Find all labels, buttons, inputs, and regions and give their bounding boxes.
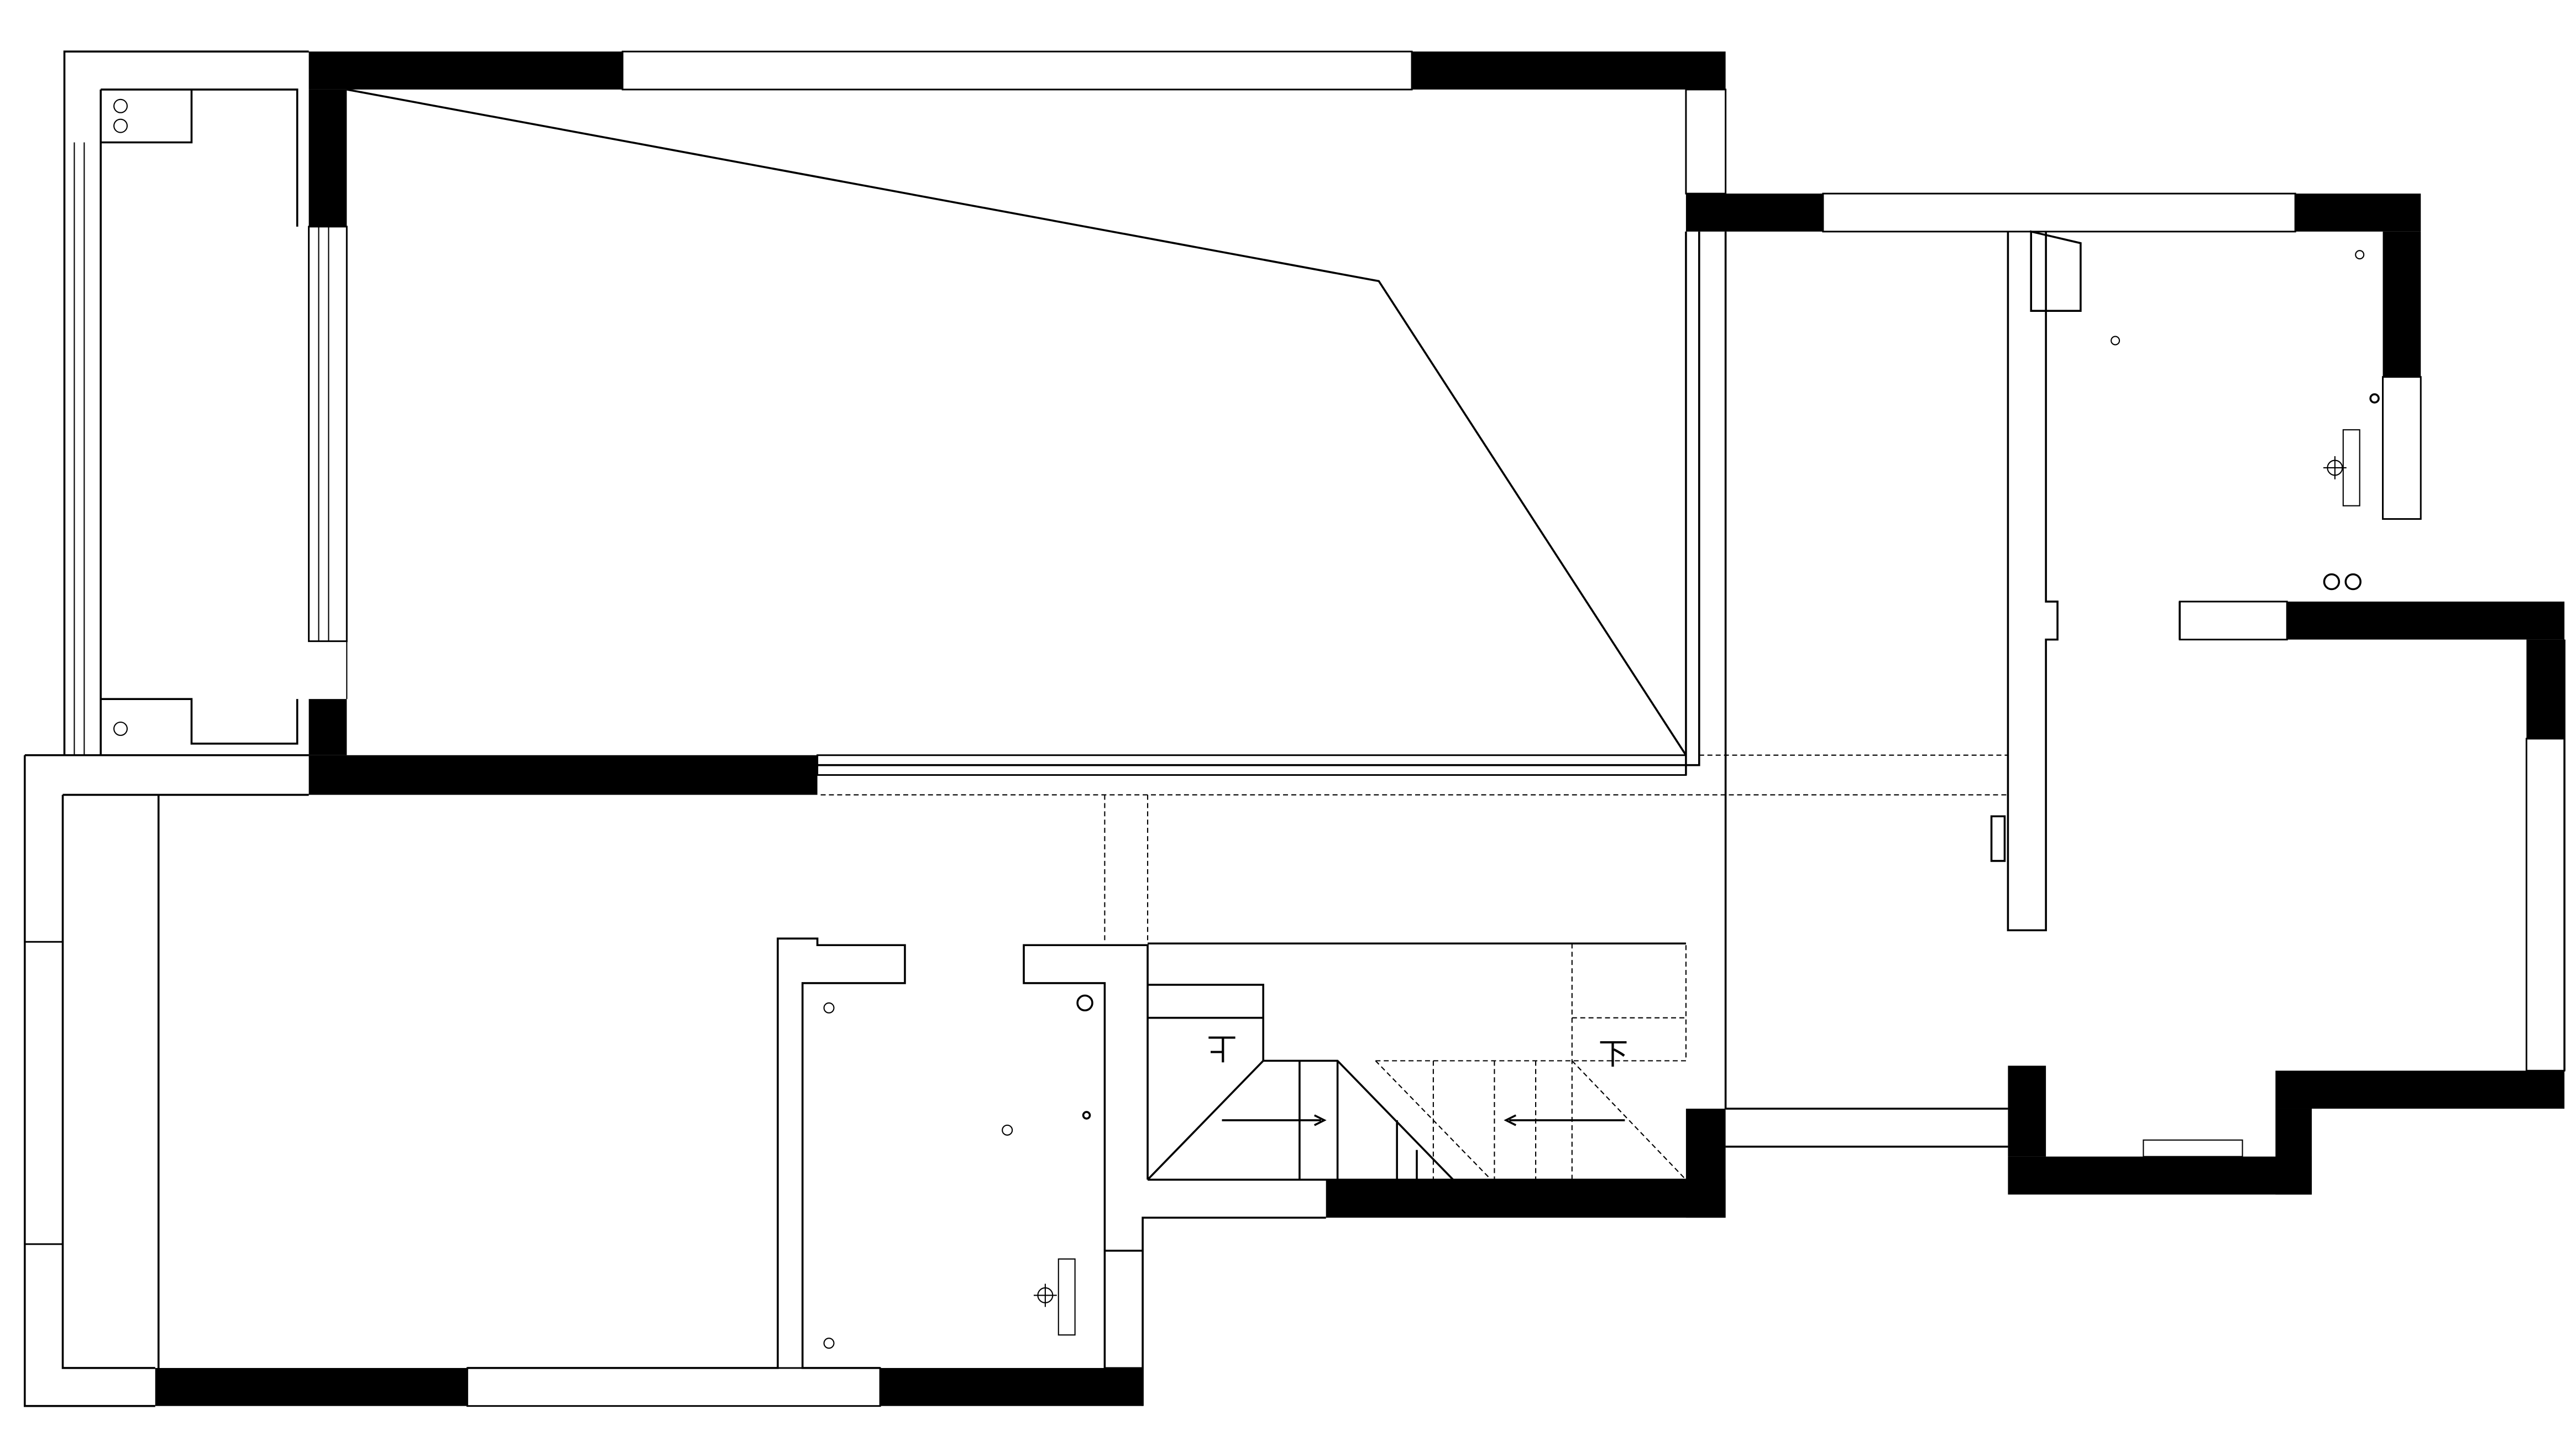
lower-outline bbox=[24, 754, 1326, 1407]
outlet-icon bbox=[2111, 336, 2121, 346]
wall bbox=[2295, 194, 2421, 232]
outlet-icon bbox=[1082, 1111, 1091, 1120]
crosshair-icon bbox=[1033, 1283, 1057, 1307]
balcony-rail bbox=[74, 142, 348, 755]
wall bbox=[308, 699, 347, 755]
outlet-icon bbox=[2369, 393, 2380, 404]
windows bbox=[24, 50, 2565, 1407]
walls bbox=[155, 51, 2565, 1406]
window bbox=[308, 226, 348, 643]
drain-icon bbox=[113, 721, 128, 736]
window bbox=[2179, 601, 2288, 641]
wall bbox=[308, 89, 347, 227]
pipe-icon bbox=[2344, 573, 2362, 591]
wall bbox=[2526, 639, 2565, 739]
wall bbox=[880, 1367, 1143, 1406]
drain-icon bbox=[113, 98, 128, 113]
drain-icon bbox=[113, 118, 128, 133]
window bbox=[1685, 88, 1727, 195]
outlet-icon bbox=[2355, 250, 2365, 260]
window bbox=[621, 50, 1413, 91]
wall bbox=[1412, 51, 1726, 90]
window bbox=[2382, 376, 2422, 520]
outlet-icon bbox=[1002, 1124, 1013, 1136]
wall bbox=[1685, 194, 1823, 232]
pipe-icon bbox=[2323, 573, 2341, 591]
wall bbox=[155, 1367, 468, 1406]
balcony-outline bbox=[63, 50, 309, 756]
wall bbox=[2383, 231, 2421, 377]
wall bbox=[2008, 1066, 2046, 1157]
kitchen-fixture bbox=[1990, 230, 2082, 862]
outlines: 上 下 bbox=[24, 50, 2565, 1407]
upper-room-right bbox=[817, 231, 1700, 775]
crosshair-icon bbox=[2323, 456, 2347, 479]
stair-dashed bbox=[820, 754, 2008, 1181]
window bbox=[466, 1367, 881, 1407]
stair-down-label: 下 bbox=[1599, 1036, 1629, 1071]
stair-arrow bbox=[1222, 1114, 1625, 1126]
outlet-icon bbox=[823, 1002, 835, 1014]
window bbox=[1822, 192, 2296, 233]
wall bbox=[1326, 1179, 1726, 1218]
window bbox=[1103, 1250, 1144, 1369]
wall bbox=[2008, 1156, 2312, 1195]
pipe-icon bbox=[1076, 994, 1093, 1012]
radiator bbox=[2143, 1139, 2243, 1157]
wall bbox=[2275, 1071, 2565, 1109]
window bbox=[24, 941, 64, 1245]
window bbox=[2525, 738, 2565, 1072]
wall bbox=[2287, 601, 2565, 640]
roof-diagonal bbox=[346, 88, 1687, 756]
fixture bbox=[1057, 1258, 1076, 1336]
stair-up-label: 上 bbox=[1207, 1031, 1237, 1066]
wall bbox=[308, 51, 623, 90]
wall bbox=[308, 755, 818, 795]
outlet-icon bbox=[823, 1338, 835, 1349]
right-room-outline bbox=[1724, 231, 2565, 1148]
